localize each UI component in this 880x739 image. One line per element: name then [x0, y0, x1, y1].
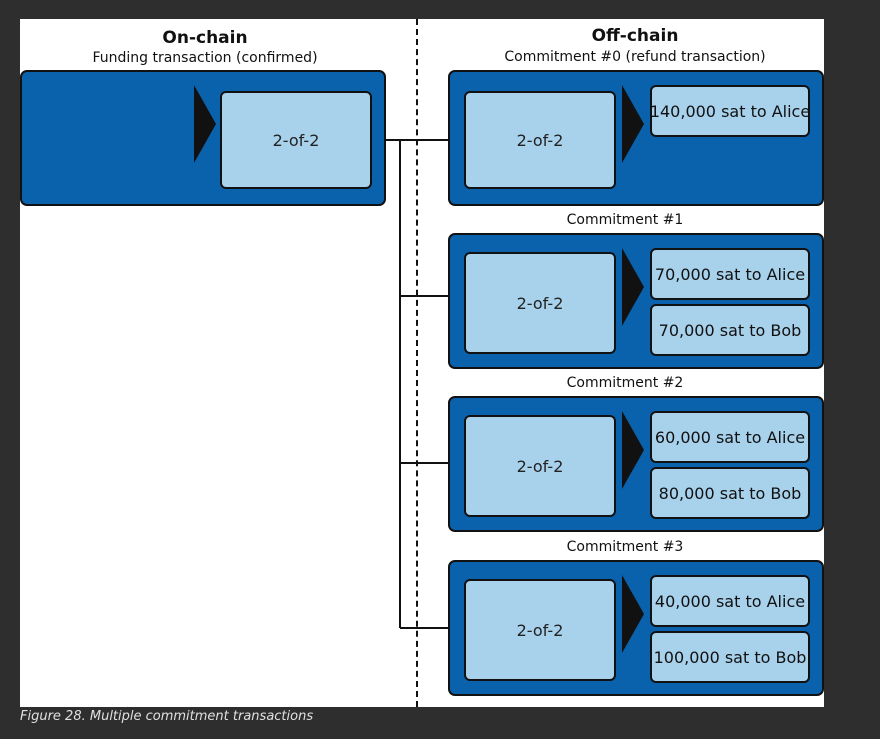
- commitment-0: 2-of-2 140,000 sat to Alice: [448, 70, 824, 206]
- funding-transaction-label: Funding transaction (confirmed): [92, 50, 318, 66]
- arrow-icon: [622, 85, 644, 163]
- output-bob: 80,000 sat to Bob: [650, 467, 810, 519]
- output-alice: 60,000 sat to Alice: [650, 411, 810, 463]
- output-alice: 40,000 sat to Alice: [650, 575, 810, 627]
- commitment-1-label: Commitment #1: [566, 212, 684, 228]
- commitment-3: 2-of-2 40,000 sat to Alice 100,000 sat t…: [448, 560, 824, 696]
- arrow-icon: [622, 248, 644, 326]
- figure-diagram: On-chain Funding transaction (confirmed)…: [20, 19, 824, 707]
- output-alice: 70,000 sat to Alice: [650, 248, 810, 300]
- output-bob: 70,000 sat to Bob: [650, 304, 810, 356]
- offchain-heading: Off-chain: [591, 26, 679, 46]
- multisig-box: 2-of-2: [220, 91, 372, 189]
- arrow-icon: [622, 411, 644, 489]
- commitment-3-label: Commitment #3: [566, 539, 684, 555]
- multisig-box: 2-of-2: [464, 415, 616, 517]
- funding-transaction: 2-of-2: [20, 70, 386, 206]
- commitment-1: 2-of-2 70,000 sat to Alice 70,000 sat to…: [448, 233, 824, 369]
- commitment-2-label: Commitment #2: [566, 375, 684, 391]
- chain-divider: [416, 19, 418, 707]
- output-bob: 100,000 sat to Bob: [650, 631, 810, 683]
- commitment-2: 2-of-2 60,000 sat to Alice 80,000 sat to…: [448, 396, 824, 532]
- onchain-heading: On-chain: [162, 28, 248, 48]
- output-alice: 140,000 sat to Alice: [650, 85, 810, 137]
- commitment-0-label: Commitment #0 (refund transaction): [504, 49, 766, 65]
- multisig-box: 2-of-2: [464, 91, 616, 189]
- multisig-box: 2-of-2: [464, 579, 616, 681]
- multisig-box: 2-of-2: [464, 252, 616, 354]
- arrow-icon: [622, 575, 644, 653]
- figure-caption: Figure 28. Multiple commitment transacti…: [20, 709, 314, 724]
- arrow-icon: [194, 85, 216, 163]
